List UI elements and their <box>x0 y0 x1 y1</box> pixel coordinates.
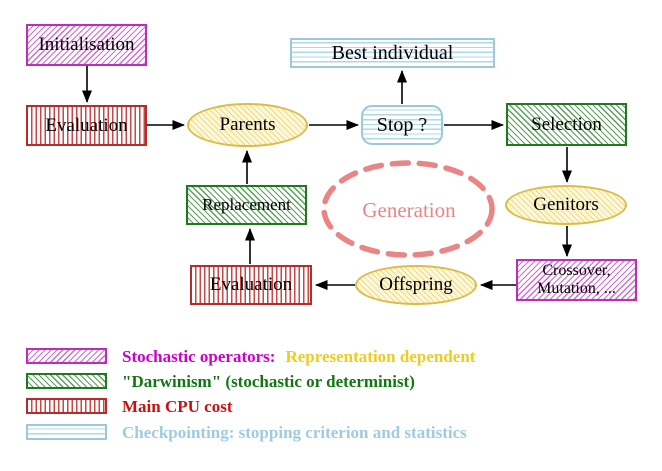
legend-label-checkpointing: Checkpointing: stopping criterion and st… <box>122 423 467 443</box>
legend-label-darwinism: "Darwinism" (stochastic or determinist) <box>122 372 415 392</box>
node-offspring: Offspring <box>355 265 477 305</box>
node-selection-label: Selection <box>531 113 602 135</box>
legend-label-representation-dependent: Representation dependent <box>285 347 476 366</box>
node-best-individual-label: Best individual <box>331 41 454 64</box>
node-replacement-label: Replacement <box>202 195 291 214</box>
node-best-individual: Best individual <box>290 38 495 68</box>
legend-swatch-checkpointing <box>26 424 107 440</box>
node-offspring-label: Offspring <box>379 274 453 295</box>
legend-label-main-cpu-cost-text: Main CPU cost <box>122 397 233 416</box>
node-selection: Selection <box>506 103 627 146</box>
node-stop: Stop ? <box>361 105 443 145</box>
legend-swatch-stochastic-operators <box>26 348 107 364</box>
node-generation-label: Generation <box>362 197 456 222</box>
node-parents: Parents <box>187 103 308 147</box>
node-replacement: Replacement <box>186 185 307 225</box>
node-initialisation: Initialisation <box>26 24 147 66</box>
legend-swatch-main-cpu-cost <box>26 398 107 414</box>
legend-swatch-darwinism <box>26 373 107 389</box>
node-evaluation-top-label: Evaluation <box>45 114 128 136</box>
legend-label-checkpointing-text: Checkpointing: stopping criterion and st… <box>122 423 467 442</box>
node-initialisation-label: Initialisation <box>38 34 135 55</box>
node-generation: Generation <box>328 197 490 223</box>
node-evaluation-bottom-label: Evaluation <box>209 274 293 295</box>
legend-label-stochastic-operators-text: Stochastic operators: <box>122 347 276 366</box>
node-crossover-mutation: Crossover, Mutation, ... <box>516 259 637 301</box>
node-parents-label: Parents <box>219 114 276 135</box>
legend-label-darwinism-text: "Darwinism" (stochastic or determinist) <box>122 372 415 391</box>
legend-label-stochastic-operators: Stochastic operators: Representation depe… <box>122 347 475 367</box>
legend-label-main-cpu-cost: Main CPU cost <box>122 397 232 417</box>
node-genitors-label: Genitors <box>533 194 599 215</box>
node-evaluation-bottom: Evaluation <box>190 265 312 305</box>
node-crossover-line1: Crossover, <box>542 261 611 279</box>
node-evaluation-top: Evaluation <box>26 105 147 146</box>
node-crossover-line2: Mutation, ... <box>537 280 616 297</box>
node-stop-label: Stop ? <box>376 113 428 136</box>
node-genitors: Genitors <box>505 185 627 225</box>
